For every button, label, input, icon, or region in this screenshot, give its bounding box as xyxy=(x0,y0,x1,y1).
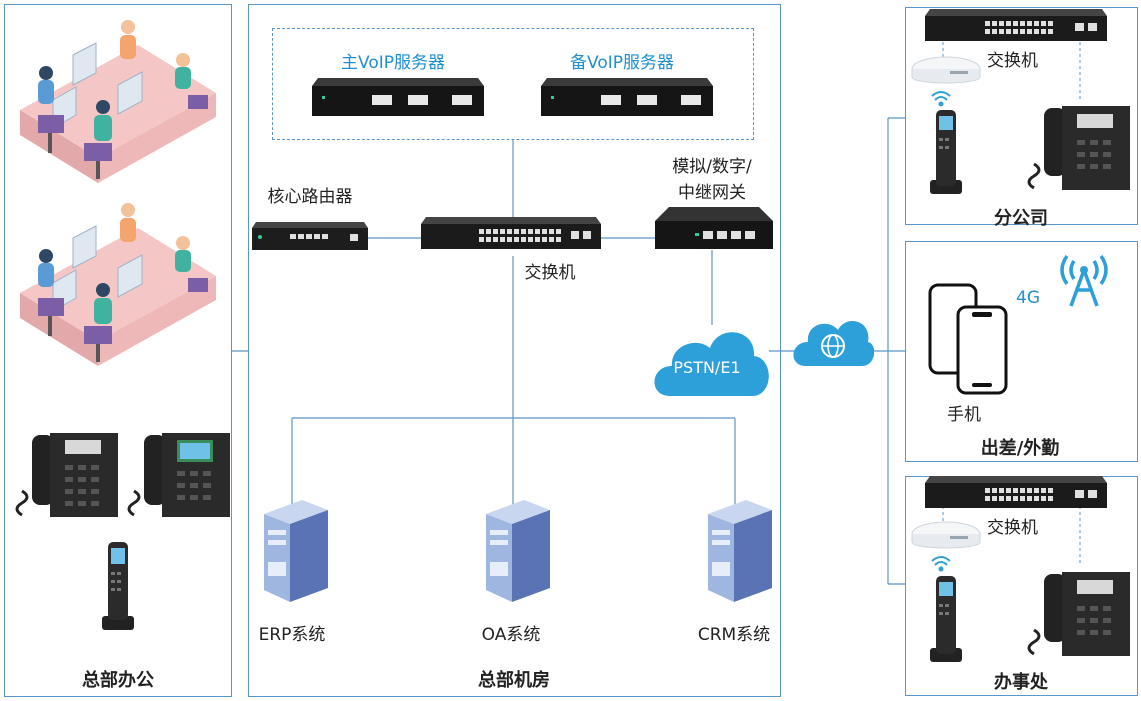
branch-desk-phone-icon xyxy=(1027,106,1130,190)
branch-cordless-handset-icon xyxy=(930,110,962,194)
pstn-label: PSTN/E1 xyxy=(673,358,741,377)
cell-tower-icon xyxy=(1060,254,1108,307)
voip-server-group xyxy=(272,28,754,140)
mobile-phone-label: 手机 xyxy=(947,405,981,425)
office-desk-phone-icon xyxy=(1027,572,1130,656)
cordless-handset-icon xyxy=(102,542,134,630)
hq-office-label: 总部办公 xyxy=(82,670,154,691)
office-switch-icon xyxy=(925,476,1107,508)
hq-office-region xyxy=(4,4,232,697)
core-switch-icon xyxy=(421,217,601,249)
branch-region xyxy=(905,7,1138,225)
branch-access-point-icon xyxy=(911,56,981,84)
gateway-label-line1: 模拟/数字/ xyxy=(672,157,752,177)
gateway-label-line2: 中继网关 xyxy=(678,183,746,203)
primary-voip-label: 主VoIP服务器 xyxy=(341,53,445,73)
office-workstations-illustration-2 xyxy=(20,203,216,366)
oa-label: OA系统 xyxy=(481,625,541,645)
network-4g-label: 4G xyxy=(1016,288,1040,308)
wifi-signal-icon xyxy=(931,91,951,107)
trunk-gateway-icon xyxy=(655,207,773,249)
internet-cloud-icon xyxy=(793,321,874,366)
oa-server-icon xyxy=(486,500,550,602)
backup-voip-server-icon xyxy=(541,78,713,116)
core-router-label: 核心路由器 xyxy=(267,187,353,207)
branch-switch-icon xyxy=(925,9,1107,41)
office-workstations-illustration xyxy=(20,20,216,183)
office-cordless-handset-icon xyxy=(930,576,962,662)
branch-label: 分公司 xyxy=(994,208,1048,229)
wifi-signal-icon-2 xyxy=(931,556,951,572)
crm-label: CRM系统 xyxy=(697,625,771,645)
office-switch-label: 交换机 xyxy=(987,518,1038,538)
color-desk-phone-icon xyxy=(127,433,230,517)
office-label: 办事处 xyxy=(994,672,1048,693)
crm-server-icon xyxy=(708,500,772,602)
erp-server-icon xyxy=(264,500,328,602)
core-router-icon xyxy=(252,222,368,250)
mobile-region xyxy=(905,241,1138,462)
server-room-region xyxy=(248,4,781,697)
mobile-label: 出差/外勤 xyxy=(980,438,1060,459)
primary-voip-server-icon xyxy=(312,78,484,116)
office-access-point-icon xyxy=(911,521,981,549)
erp-label: ERP系统 xyxy=(258,625,326,645)
core-switch-label: 交换机 xyxy=(524,263,576,283)
server-room-label: 总部机房 xyxy=(478,670,550,691)
backup-voip-label: 备VoIP服务器 xyxy=(570,53,674,73)
pstn-cloud-icon xyxy=(654,332,769,396)
branch-switch-label: 交换机 xyxy=(987,51,1038,71)
desk-phone-icon xyxy=(15,433,118,517)
mobile-phones-icon xyxy=(928,283,1008,395)
